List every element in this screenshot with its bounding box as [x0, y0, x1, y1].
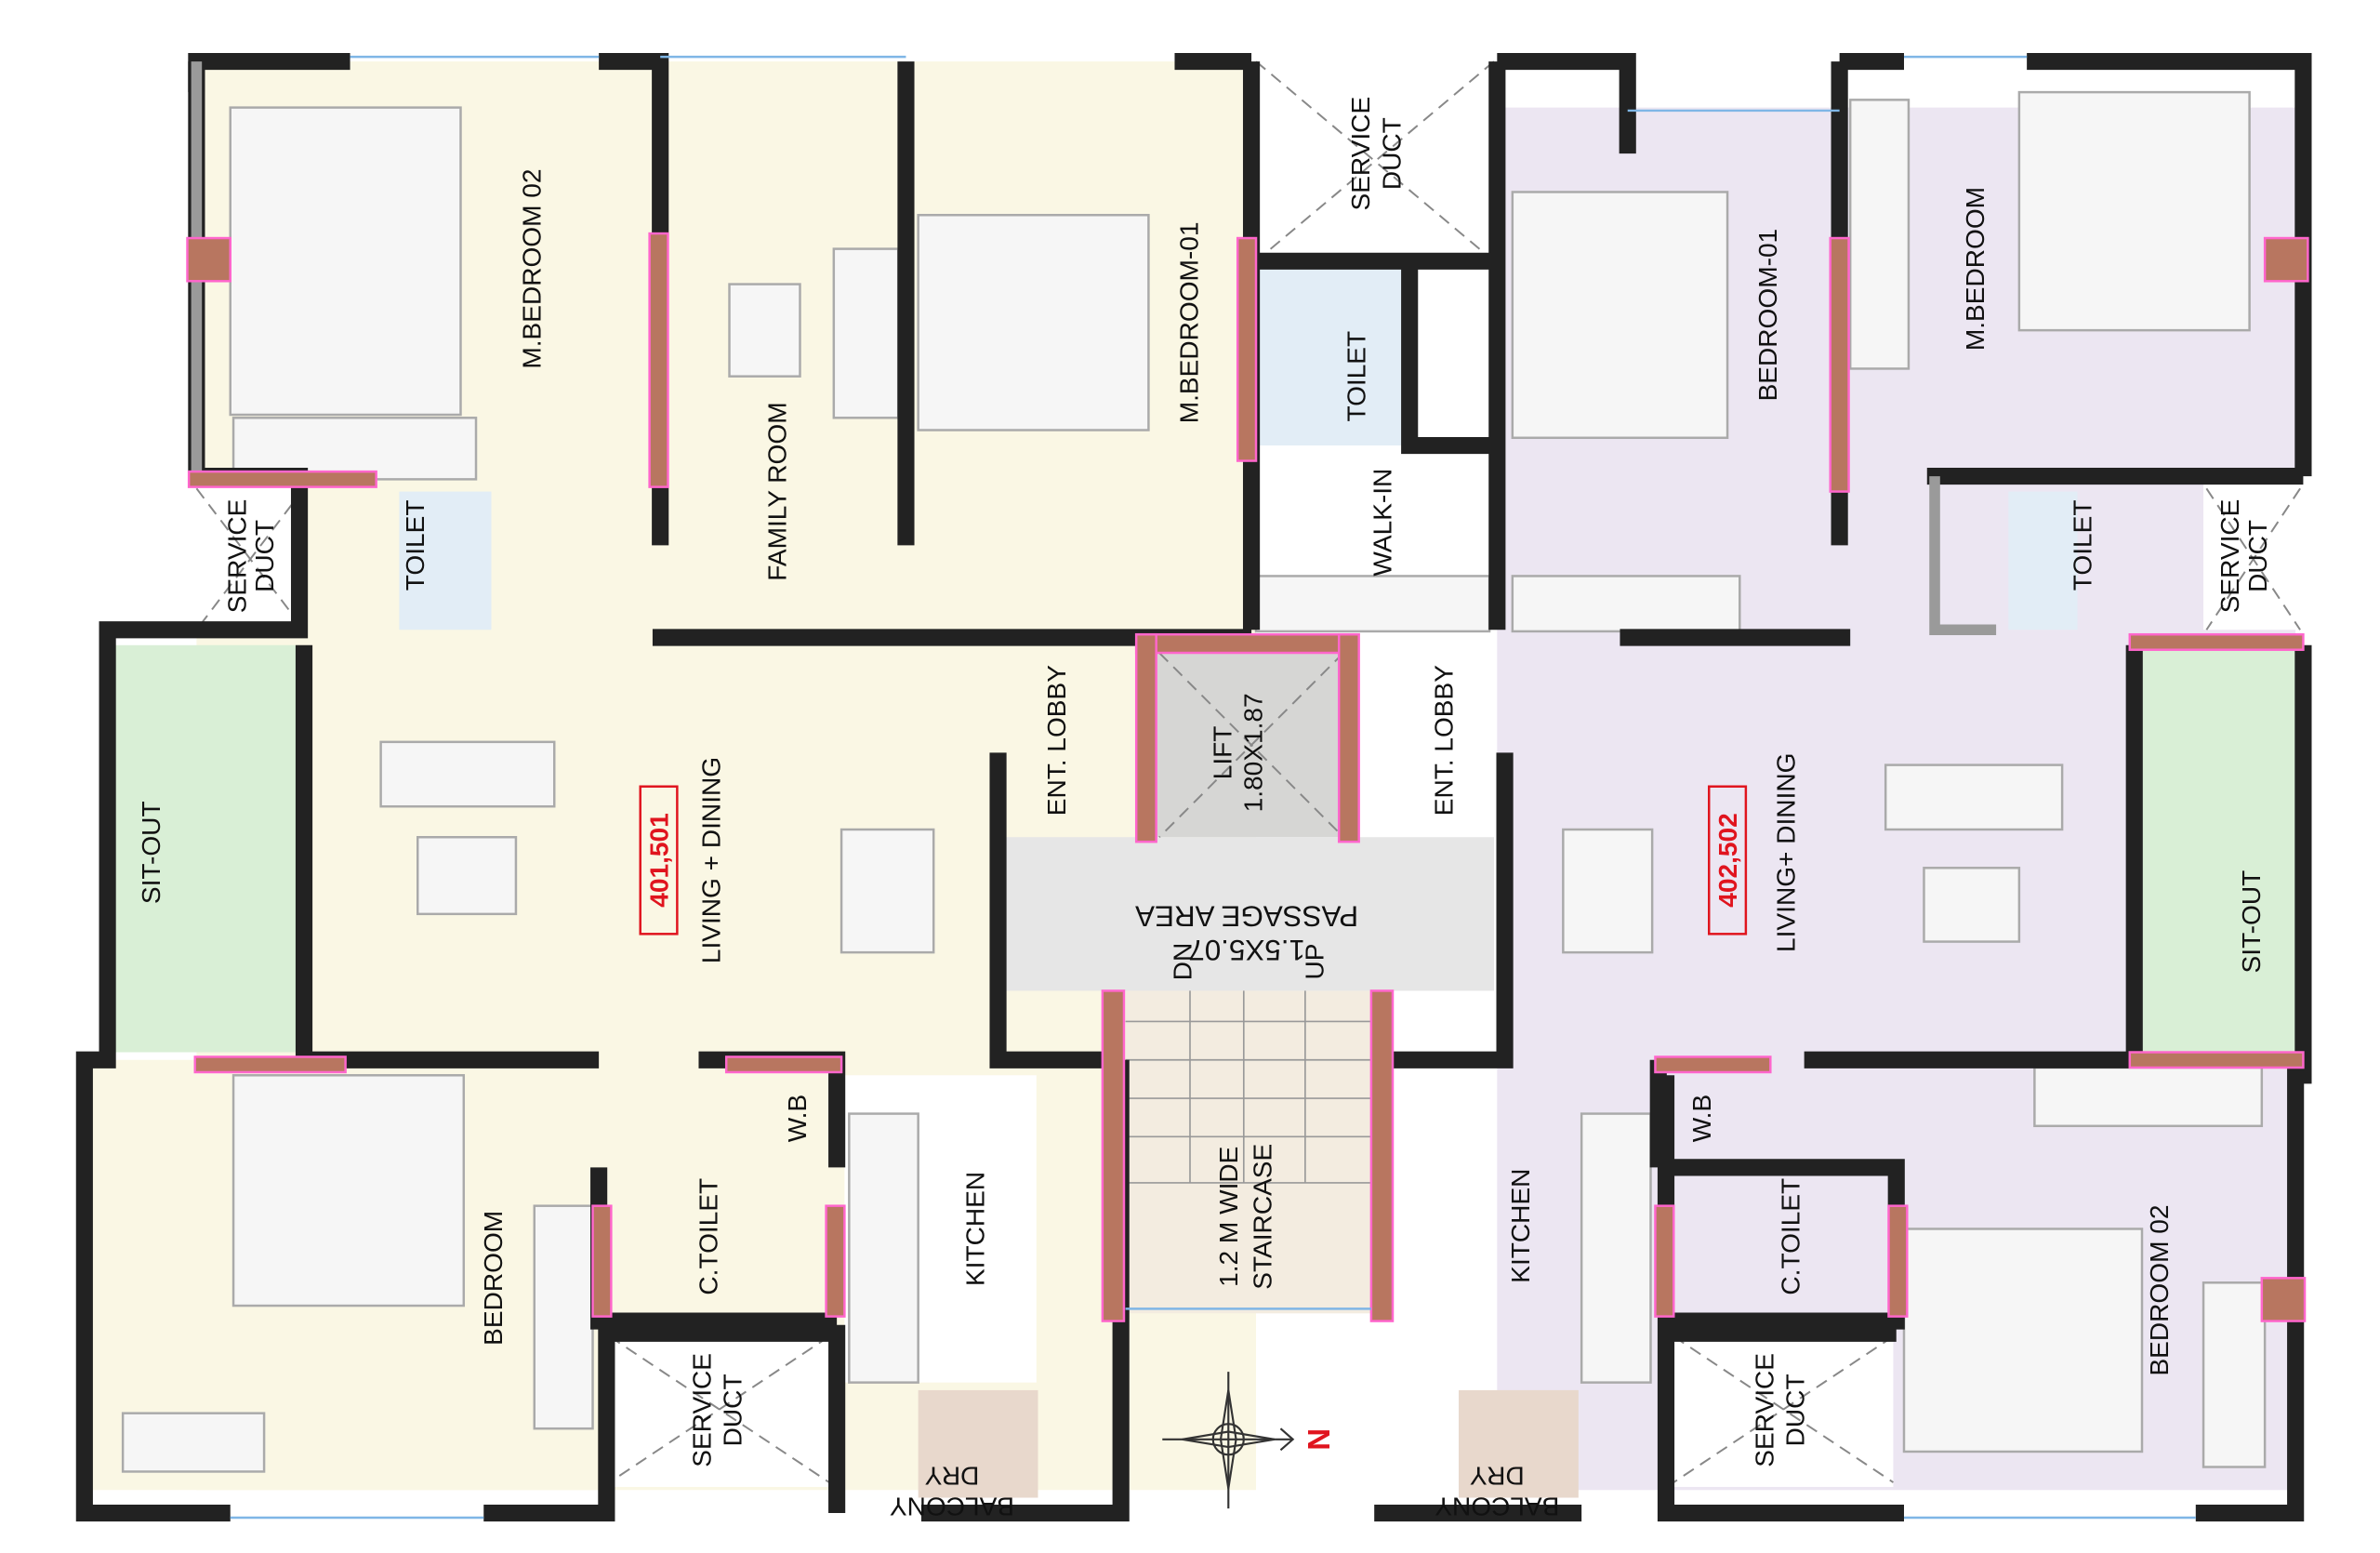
dining-table	[1562, 828, 1654, 954]
columns	[186, 232, 2309, 1322]
room-label-wb-right: W.B	[1687, 1095, 1716, 1142]
room-label-m-bedroom-02-left: M.BEDROOM 02	[517, 168, 546, 368]
bed	[229, 106, 462, 417]
sit-out-left-area	[107, 644, 300, 1053]
room-label-kitchen-left: KITCHEN	[961, 1172, 990, 1286]
room-label-bedroom-01: BEDROOM-01	[1753, 229, 1782, 402]
wardrobe	[1254, 575, 1491, 633]
room-label-toilet-right: TOILET	[2068, 500, 2096, 591]
bed	[231, 1074, 466, 1307]
stair-treads	[1125, 990, 1371, 1184]
table	[728, 283, 801, 378]
bed	[1511, 191, 1729, 440]
coffee-table	[1923, 867, 2021, 943]
lift-shaft	[1155, 644, 1347, 838]
room-label-m-bedroom-01: M.BEDROOM-01	[1174, 222, 1203, 424]
room-label-c-toilet-left: C.TOILET	[694, 1178, 722, 1295]
room-labels: M.BEDROOM 02 FAMILY ROOM M.BEDROOM-01 SE…	[137, 97, 2272, 1521]
stair-up-label: UP	[1301, 944, 1329, 980]
north-label: N	[1302, 1428, 1336, 1451]
wardrobe	[1511, 575, 1741, 633]
sofa	[832, 247, 900, 419]
bed	[2017, 90, 2251, 332]
unit-number-right: 402,502	[1713, 813, 1742, 907]
room-label-wb-left: W.B	[783, 1095, 812, 1142]
room-label-ent-lobby-left: ENT. LOBBY	[1042, 665, 1071, 816]
room-label-walk-in: WALK-IN	[1368, 469, 1396, 577]
duct-crosses	[195, 60, 2301, 1483]
room-label-living-dining-right: LIVING+ DINING	[1772, 753, 1801, 952]
room-label-living-dining-left: LIVING + DINING	[697, 757, 726, 963]
north-compass-icon	[1162, 1372, 1295, 1509]
kitchen-counter	[1580, 1112, 1652, 1384]
room-label-service-duct-right: SERVICEDUCT	[2215, 499, 2272, 614]
sit-out-right-area	[2137, 644, 2299, 1053]
dining-table	[840, 828, 935, 954]
passage-area	[1005, 837, 1495, 991]
windows	[230, 55, 2196, 1520]
room-label-sit-out-left: SIT-OUT	[137, 801, 165, 904]
room-label-ent-lobby-right: ENT. LOBBY	[1429, 665, 1458, 816]
room-label-service-duct-left: SERVICEDUCT	[222, 499, 279, 614]
sofa	[379, 740, 556, 808]
desk	[2202, 1281, 2267, 1468]
wardrobe	[2033, 1066, 2264, 1128]
room-label-toilet-center: TOILET	[1342, 331, 1370, 422]
room-label-m-bedroom-right: M.BEDROOM	[1961, 187, 1990, 351]
sofa	[1884, 763, 2064, 831]
desk	[121, 1412, 266, 1473]
unit-number-box-left	[639, 785, 679, 936]
furniture	[121, 90, 2267, 1473]
stair-down-label: DN	[1169, 943, 1197, 981]
unit-number-box-right	[1708, 785, 1748, 936]
room-label-kitchen-right: KITCHEN	[1506, 1169, 1535, 1283]
room-label-family-room: FAMILY ROOM	[763, 402, 792, 580]
unit-number-left: 401,501	[644, 813, 673, 907]
staircase-area	[1125, 990, 1371, 1314]
room-label-bedroom-02-right: BEDROOM 02	[2145, 1205, 2174, 1376]
wardrobe	[1848, 99, 1911, 370]
room-label-c-toilet-right: C.TOILET	[1777, 1178, 1805, 1295]
wardrobe	[533, 1204, 594, 1430]
kitchen-counter	[848, 1112, 919, 1384]
room-label-sit-out-right: SIT-OUT	[2237, 870, 2266, 974]
bed	[917, 214, 1150, 431]
room-label-bedroom-left: BEDROOM	[479, 1211, 508, 1346]
room-label-toilet-left: TOILET	[401, 500, 430, 591]
bed	[1902, 1228, 2144, 1453]
coffee-table	[416, 836, 518, 916]
